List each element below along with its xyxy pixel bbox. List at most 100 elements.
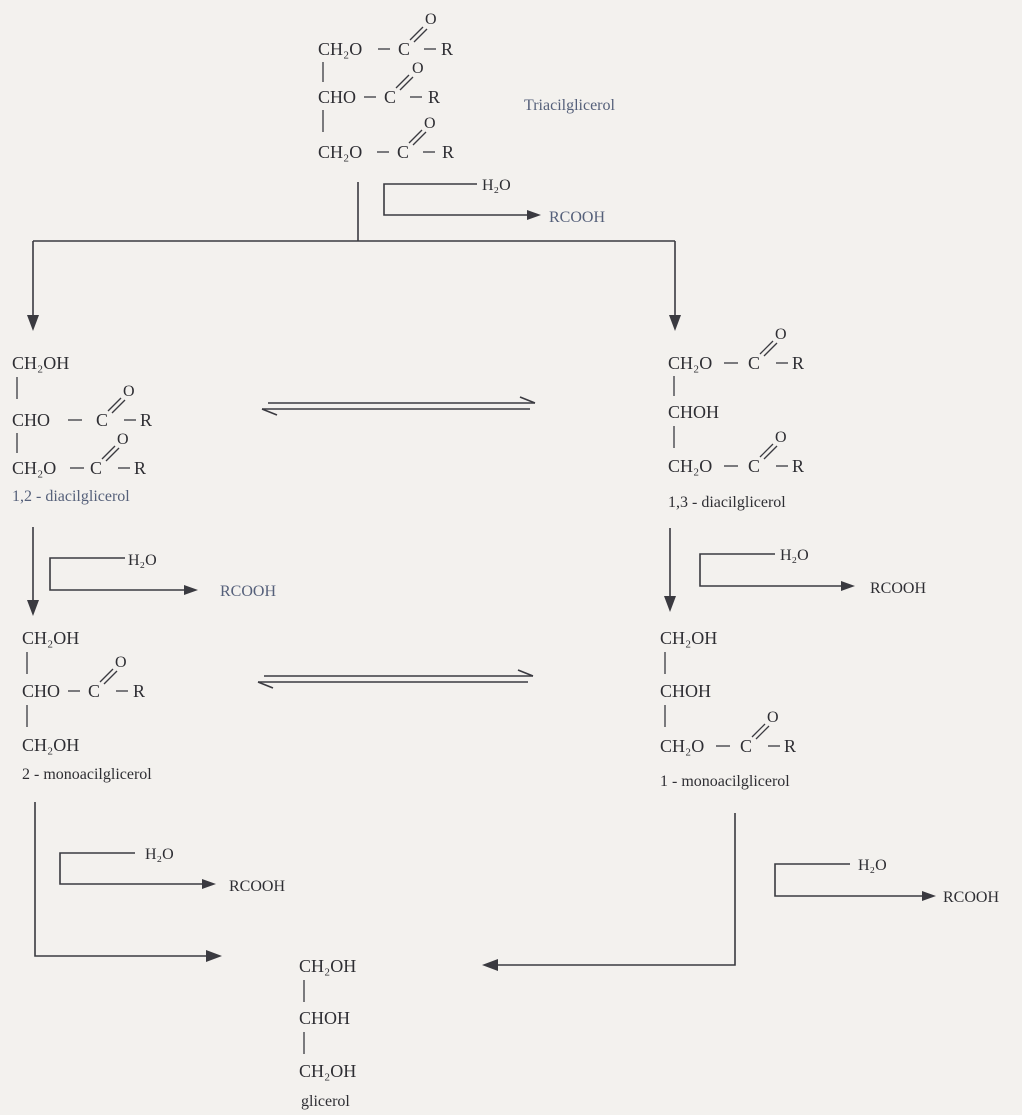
glycerol-label: glicerol [301,1093,350,1110]
hydrolysis-step-2: H₂O RCOOH [49,552,276,600]
arrowhead [841,581,855,591]
double-bond-line-a [759,340,774,355]
arrow-to-1-monoacyl [664,528,676,612]
double-bond-line-b [763,342,778,357]
arrowhead [27,600,39,616]
tag-row1-oxygen: O [425,11,437,28]
arrow-line [496,813,736,966]
d13-row3-oxygen: O [775,429,787,446]
triacylglycerol-label: Triacilglicerol [524,97,616,114]
arrow-2-monoacyl-to-glycerol [34,802,222,962]
triacylglycerol-row-2: CHO C O R [318,60,440,107]
arrowhead [664,596,676,612]
d12-row2-main: CHO [12,410,50,430]
double-bond-line-b [105,447,120,462]
double-bond-line-a [408,129,423,144]
monoacylglycerol-1-label: 1 - monoacilglicerol [660,773,790,790]
split-arrows [27,182,681,331]
equilibrium-arrows-monoacyl [257,669,534,689]
gly-row2-main: CHOH [299,1008,350,1028]
forward-half-head [517,669,534,677]
monoacylglycerol-2-structure: CH₂OH CHO C O R CH₂OH 2 - monoacilglicer… [22,628,152,783]
d13-row3-main: CH₂O [668,456,712,476]
equilibrium-arrows-diacyl [261,396,536,416]
m2-row2-main: CHO [22,681,60,701]
d12-row3-r: R [134,458,146,478]
tag-row1-carbon: C [398,39,410,59]
arrow-1-monoacyl-to-glycerol [482,813,736,971]
d12-row1-main: CH₂OH [12,353,69,373]
tag-row3-oxygen: O [424,115,436,132]
d13-row1-oxygen: O [775,326,787,343]
d13-row3-r: R [792,456,804,476]
arrowhead [922,891,936,901]
double-bond-line-a [751,723,766,738]
diacylglycerol-12-label: 1,2 - diacilglicerol [12,488,130,505]
d13-row1-main: CH₂O [668,353,712,373]
m2-row2-oxygen: O [115,654,127,671]
d12-row2-r: R [140,410,152,430]
arrowhead [27,315,39,331]
tag-row3-main: CH₂O [318,142,362,162]
d12-row2-oxygen: O [123,383,135,400]
gly-row3-main: CH₂OH [299,1061,356,1081]
hydrolysis-bracket [774,863,924,897]
tag-row2-oxygen: O [412,60,424,77]
arrowhead [184,585,198,595]
hydrolysis-step-4: H₂O RCOOH [59,846,285,895]
double-bond-line-a [759,443,774,458]
double-bond-line-b [412,131,427,146]
product-fatty-acid: RCOOH [549,209,605,226]
double-bond-line-b [111,399,126,414]
tag-row1-main: CH₂O [318,39,362,59]
glycerol-structure: CH₂OH CHOH CH₂OH glicerol [299,956,356,1110]
triacylglycerol-row-3: CH₂O C O R [318,115,454,162]
m1-row3-main: CH₂O [660,736,704,756]
m2-row2-r: R [133,681,145,701]
triacylglycerol-row-1: CH₂O C O R [318,11,453,59]
gly-row1-main: CH₂OH [299,956,356,976]
double-bond-line-b [763,445,778,460]
reverse-half-head [261,408,278,416]
tag-row3-r: R [442,142,454,162]
tag-row2-r: R [428,87,440,107]
product-fatty-acid: RCOOH [229,878,285,895]
tag-row2-carbon: C [384,87,396,107]
m2-row3-main: CH₂OH [22,735,79,755]
reverse-half-head [257,681,274,689]
reagent-water: H₂O [780,547,809,564]
hydrolysis-bracket [59,852,204,885]
double-bond-line-b [755,725,770,740]
double-bond-line-b [103,670,118,685]
d12-row2-carbon: C [96,410,108,430]
tag-row1-r: R [441,39,453,59]
product-fatty-acid: RCOOH [220,583,276,600]
tag-row2-main: CHO [318,87,356,107]
forward-half-head [519,396,536,404]
hydrolysis-step-3: H₂O RCOOH [699,547,926,597]
double-bond-line-a [101,445,116,460]
arrowhead [482,959,498,971]
arrowhead [202,879,216,889]
double-bond-line-a [99,668,114,683]
monoacylglycerol-1-structure: CH₂OH CHOH CH₂O C O R 1 - monoacilglicer… [660,628,796,790]
triacylglycerol-structure: CH₂O C O R CHO C O R CH₂O C O [318,11,616,162]
double-bond-line-b [413,28,428,43]
arrowhead [527,210,541,220]
hydrolysis-bracket [699,553,843,587]
d12-row3-carbon: C [90,458,102,478]
reagent-water: H₂O [858,857,887,874]
arrow-to-2-monoacyl [27,527,39,616]
double-bond-line-a [409,26,424,41]
tag-row3-carbon: C [397,142,409,162]
d12-row3-oxygen: O [117,431,129,448]
d13-row3-carbon: C [748,456,760,476]
diacylglycerol-12-structure: CH₂OH CHO C O R CH₂O C O R 1,2 - diacilg… [12,353,152,505]
m2-row2-carbon: C [88,681,100,701]
double-bond-line-a [107,397,122,412]
product-fatty-acid: RCOOH [943,889,999,906]
m1-row3-r: R [784,736,796,756]
reagent-water: H₂O [128,552,157,569]
diacylglycerol-13-structure: CH₂O C O R CHOH CH₂O C O R 1,3 - diacilg… [668,326,804,511]
